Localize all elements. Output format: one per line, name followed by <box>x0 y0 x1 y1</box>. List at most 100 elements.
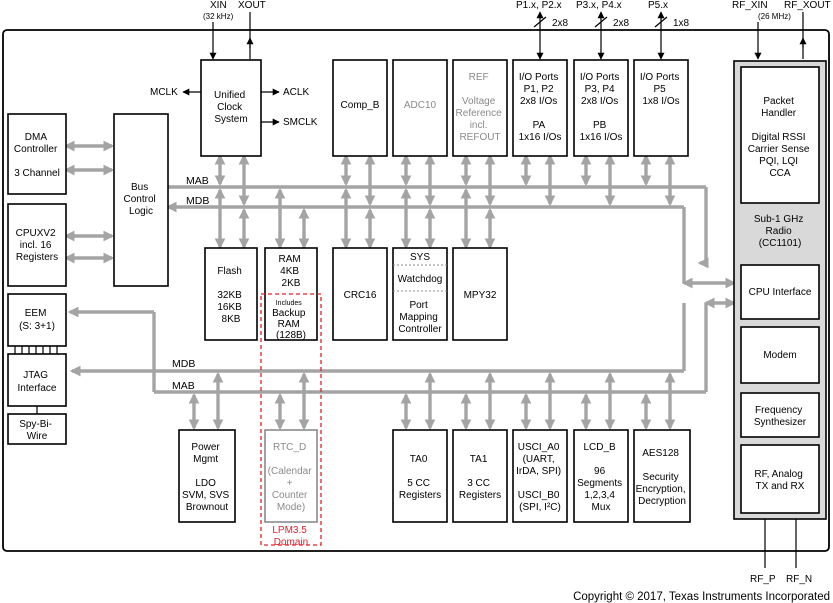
radio-rf-1: RF, Analog <box>754 469 802 480</box>
svg-text:Unified Clock Syst: Unified Clock System <box>214 90 248 125</box>
svg-text:Packet Handler Dig: Packet Handler Digital RSSI Carrier Sens… <box>748 96 812 179</box>
io-ports-p1-p2-block: I/O Ports P1, P2 2x8 I/Os PA 1x16 I/Os <box>512 59 568 157</box>
radio-title-2: Radio <box>766 226 793 237</box>
svg-text:Power Mgmt LDO: Power Mgmt LDO SVM, SVS Brownout <box>182 442 232 513</box>
svg-text:Includes Backup RA: Includes Backup RAM (128B) <box>272 292 310 341</box>
eem-block: EEM (S: 3+1) <box>7 293 67 347</box>
ref-line-3: Reference <box>456 108 503 119</box>
svg-text:I/O Ports P5 1x8 I: I/O Ports P5 1x8 I/Os <box>640 72 682 107</box>
sys-port-map-3: Controller <box>398 324 442 335</box>
bus-control-line-3: Logic <box>129 206 153 217</box>
aclk-label: ACLK <box>283 87 309 98</box>
lcd-line-1: LCD_B <box>583 442 616 453</box>
ref-line-1: REF <box>469 72 489 83</box>
radio-synth-2: Synthesizer <box>754 417 807 428</box>
ta0-line-3: 5 CC <box>407 478 430 489</box>
svg-text:USCI_A0 (UART, IrD: USCI_A0 (UART, IrDA, SPI) USCI_B0 (SPI, … <box>516 442 564 513</box>
aes-line-4: Encryption, <box>636 484 686 495</box>
radio-packet-4: Digital RSSI <box>752 132 806 143</box>
svg-text:AES128 Security En: AES128 Security Encryption, Decryption <box>636 448 689 507</box>
pin-xin: XIN <box>210 0 227 11</box>
ram-line-1: RAM <box>278 254 300 265</box>
power-line-4: LDO <box>195 478 216 489</box>
ref-line-5: REFOUT <box>459 132 500 143</box>
pin-p12-width: 2x8 <box>552 18 569 29</box>
lcd-line-5: 1,2,3,4 <box>584 490 615 501</box>
ports-a-line-5: PA <box>533 120 546 131</box>
ports-c-line-1: I/O Ports <box>640 72 679 83</box>
power-line-2: Mgmt <box>193 454 218 465</box>
flash-block: Flash 32KB 16KB 8KB <box>204 247 258 341</box>
spybi-line-1: Spy-Bi- <box>19 419 52 430</box>
spybi-line-2: Wire <box>27 431 48 442</box>
ta1-block: TA1 3 CC Registers <box>452 429 508 523</box>
flash-line-4: 16KB <box>217 302 242 313</box>
svg-text:EEM (S: 3+1): EEM (S: 3+1) <box>19 308 55 332</box>
pin-xout: XOUT <box>238 0 266 11</box>
usci-line-2: (UART, <box>523 454 555 465</box>
svg-text:Spy-Bi- Wire: Spy-Bi- Wire <box>19 419 55 442</box>
svg-text:Port Mapping Contr: Port Mapping Controller <box>398 300 442 335</box>
ta1-line-3: 3 CC <box>467 478 490 489</box>
ta0-line-1: TA0 <box>410 454 428 465</box>
bus-control-block: Bus Control Logic <box>113 113 169 287</box>
copyright-text: Copyright © 2017, Texas Instruments Inco… <box>573 591 830 603</box>
lcd-line-3: 96 <box>594 466 606 477</box>
chip-outline <box>2 29 830 552</box>
dma-line-2: Controller <box>14 144 58 155</box>
jtag-line-2: Interface <box>18 383 57 394</box>
pin-p5-width: 1x8 <box>673 18 690 29</box>
power-mgmt-block: Power Mgmt LDO SVM, SVS Brownout <box>178 429 236 523</box>
bus-control-line-2: Control <box>123 194 155 205</box>
lpm35-line-1: LPM3.5 <box>272 525 307 536</box>
pin-xin-freq: (32 kHz) <box>203 12 234 21</box>
adc10-label: ADC10 <box>404 100 437 111</box>
ports-b-line-1: I/O Ports <box>580 72 619 83</box>
jtag-block: JTAG Interface <box>7 353 67 407</box>
radio-packet-5: Carrier Sense <box>748 144 810 155</box>
ref-line-2: Voltage <box>462 96 496 107</box>
cpu-line-2: incl. 16 <box>20 240 52 251</box>
aes128-block: AES128 Security Encryption, Decryption <box>633 429 691 523</box>
power-line-1: Power <box>191 442 220 453</box>
clock-system-block: Unified Clock System <box>200 59 262 157</box>
mab-label-bottom: MAB <box>172 380 195 392</box>
crc16-block: CRC16 <box>332 247 388 341</box>
rtc-line-2: (Calendar <box>268 466 313 477</box>
radio-title-3: (CC1101) <box>759 238 802 249</box>
clock-line-1: Unified <box>214 90 245 101</box>
jtag-line-1: JTAG <box>23 370 48 381</box>
ram-line-3: 2KB <box>282 278 301 289</box>
backup-ram-line-2: Backup <box>272 308 306 319</box>
usci-line-1: USCI_A0 <box>518 442 560 453</box>
svg-text:LPM3.5 Domain: LPM3.5 Domain <box>272 525 309 548</box>
eem-line-1: EEM <box>25 308 47 319</box>
pin-rf-n: RF_N <box>786 574 812 585</box>
pin-p34-width: 2x8 <box>613 18 630 29</box>
svg-text:TA0 5 CC Registers: TA0 5 CC Registers <box>399 454 441 501</box>
svg-text:RTC_D (Calendar +: RTC_D (Calendar + Counter Mode) <box>268 442 315 513</box>
comp-b-block: Comp_B <box>332 59 388 157</box>
ram-line-2: 4KB <box>280 266 299 277</box>
lcd-line-6: Mux <box>592 502 611 513</box>
clock-line-2: Clock <box>217 102 243 113</box>
bus-control-line-1: Bus <box>131 182 148 193</box>
lcd-line-4: Segments <box>577 478 622 489</box>
rtc-line-1: RTC_D <box>273 442 306 453</box>
aes-line-5: Decryption <box>638 496 686 507</box>
rtc-line-3: + <box>287 478 293 489</box>
usci-line-3: IrDA, SPI) <box>516 466 561 477</box>
io-ports-p3-p4-block: I/O Ports P3, P4 2x8 I/Os PB 1x16 I/Os <box>573 59 629 157</box>
ta1-line-4: Registers <box>459 490 501 501</box>
cpu-block: CPUXV2 incl. 16 Registers <box>7 203 67 287</box>
aes-line-1: AES128 <box>642 448 679 459</box>
sys-title: SYS <box>410 252 430 263</box>
svg-text:LCD_B 96 Segments: LCD_B 96 Segments 1,2,3,4 Mux <box>577 442 625 513</box>
external-pins: XIN (32 kHz) XOUT P1.x, P2.x P3.x, P4.x … <box>203 0 831 585</box>
mdb-label-bottom: MDB <box>172 358 195 370</box>
svg-text:JTAG Interface: JTAG Interface <box>18 370 57 394</box>
sys-watchdog: Watchdog <box>398 274 443 285</box>
eem-line-2: (S: 3+1) <box>19 321 55 332</box>
adc10-block: ADC10 <box>392 59 448 157</box>
aes-line-3: Security <box>643 472 679 483</box>
